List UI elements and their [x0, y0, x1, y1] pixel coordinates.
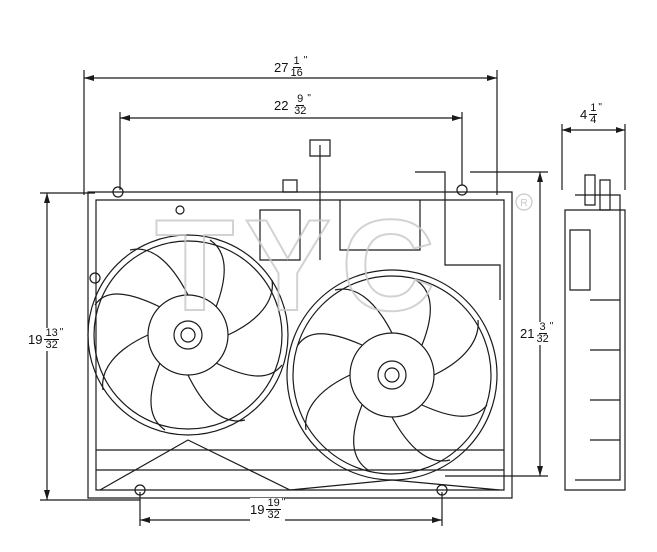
svg-text:TYC: TYC — [155, 192, 445, 338]
left-fan — [87, 234, 289, 436]
shroud-frame — [87, 139, 513, 499]
dim-whole: 19 — [250, 502, 265, 517]
dim-den: 32 — [45, 339, 58, 351]
dim-num: 9 — [296, 93, 305, 106]
dim-num: 3 — [538, 321, 547, 334]
dim-den: 4 — [590, 114, 597, 126]
dim-unit: " — [59, 327, 64, 338]
dim-unit: " — [281, 497, 286, 508]
dim-den: 32 — [294, 105, 307, 117]
dim-whole: 4 — [580, 107, 588, 122]
dim-whole: 21 — [520, 326, 535, 341]
dim-whole: 27 — [274, 60, 289, 75]
dim-den: 16 — [290, 67, 303, 79]
dim-num: 1 — [292, 55, 301, 68]
svg-text:R: R — [520, 198, 527, 209]
dim-whole: 22 — [274, 98, 289, 113]
dim-unit: " — [598, 102, 602, 113]
dim-den: 32 — [536, 333, 549, 345]
dim-unit: " — [303, 55, 308, 66]
dim-den: 32 — [267, 509, 280, 521]
dim-unit: " — [549, 321, 554, 332]
dim-whole: 19 — [28, 332, 43, 347]
side-view — [564, 174, 626, 491]
tyc-watermark-logo: TYC R — [154, 191, 533, 339]
dim-num: 13 — [44, 327, 59, 340]
right-fan — [286, 269, 498, 481]
dim-unit: " — [307, 93, 311, 104]
dim-num: 1 — [589, 102, 598, 115]
dim-num: 19 — [266, 497, 281, 510]
